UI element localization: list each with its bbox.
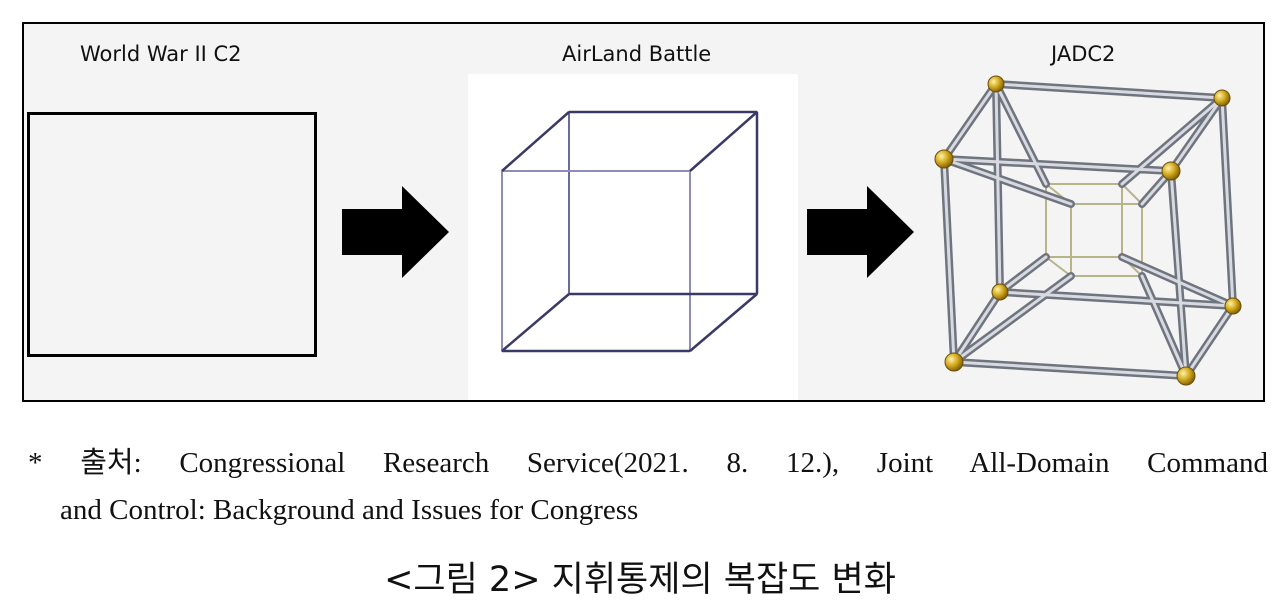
cube-panel-background (468, 74, 798, 400)
arrow-right-2 (807, 186, 914, 278)
square-shape (27, 112, 317, 357)
figure-frame: World War II C2 AirLand Battle JADC2 (22, 22, 1265, 402)
panel-label-world-war-ii-c2: World War II C2 (80, 42, 242, 66)
tesseract-shape (934, 75, 1242, 386)
arrow-right-1 (342, 186, 449, 278)
panel-label-jadc2: JADC2 (1051, 42, 1116, 66)
source-note-line-1: * 출처: Congressional Research Service(202… (28, 440, 1268, 487)
source-note-line-2: and Control: Background and Issues for C… (60, 494, 639, 526)
cube-shape (501, 110, 759, 353)
source-note-marker: * (28, 447, 43, 479)
diagram-shapes (342, 75, 1242, 386)
figure-caption: <그림 2> 지휘통제의 복잡도 변화 (384, 560, 896, 600)
source-note: * 출처: Congressional Research Service(202… (28, 440, 1268, 534)
panel-label-airland-battle: AirLand Battle (562, 42, 712, 66)
source-note-text-1: 출처: Congressional Research Service(2021.… (80, 447, 1268, 479)
